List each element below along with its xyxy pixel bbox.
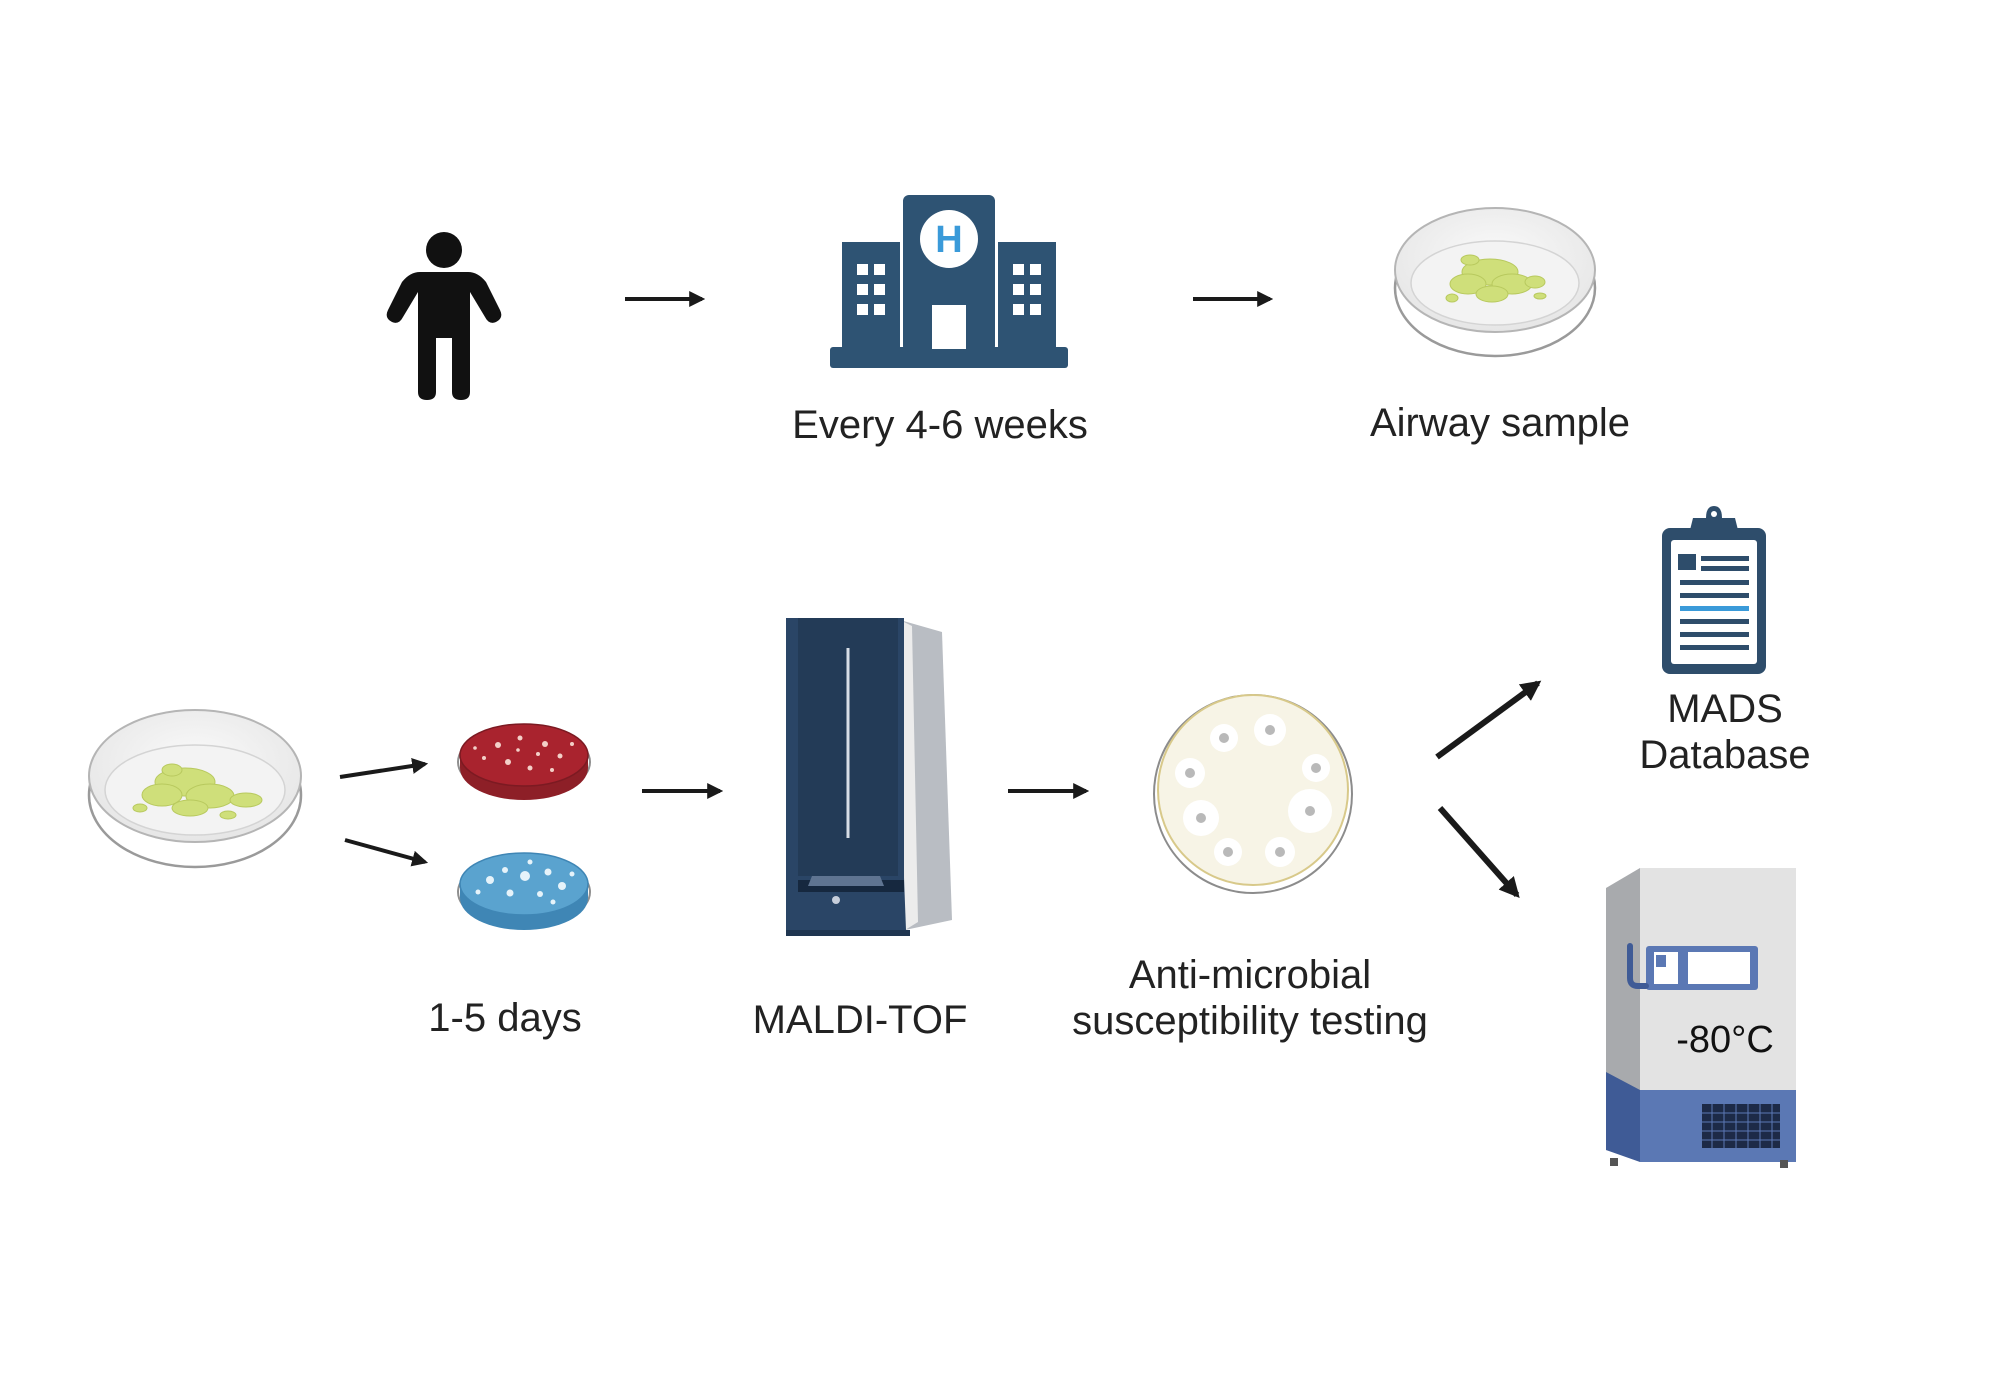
label-culture-duration: 1-5 days [428, 996, 582, 1040]
label-freezer-temperature: -80°C [1676, 1019, 1774, 1061]
label-amt-line1: Anti-microbial [1128, 953, 1372, 997]
blue-agar-plate-icon [457, 852, 591, 930]
petri-dish-sputum-icon [1393, 207, 1597, 358]
arrow-to-blood-agar [339, 758, 429, 779]
label-mads-line2: Database [1639, 733, 1811, 777]
label-mads-line1: MADS [1667, 687, 1783, 731]
petri-dish-sputum-icon [87, 709, 303, 869]
label-antimicrobial-testing: Anti-microbial susceptibility testing [1040, 952, 1460, 1044]
label-hospital-visit-interval: Every 4-6 weeks [792, 403, 1088, 447]
antibiotic-disk-plate-icon [1153, 694, 1353, 894]
label-airway-sample: Airway sample [1369, 401, 1631, 445]
person-icon [386, 232, 502, 400]
hospital-sign: H [935, 219, 962, 261]
label-mads-database: MADS Database [1605, 686, 1845, 778]
ultra-low-freezer-icon [1606, 868, 1796, 1168]
arrow-to-blue-agar [344, 838, 429, 867]
arrow-to-database [1435, 680, 1542, 760]
hospital-icon: H [830, 195, 1068, 368]
label-maldi-tof: MALDI-TOF [752, 998, 968, 1042]
clipboard-database-icon [1662, 506, 1766, 674]
label-amt-line2: susceptibility testing [1072, 999, 1428, 1043]
maldi-tof-instrument-icon [786, 618, 952, 936]
blood-agar-plate-icon [457, 723, 591, 800]
arrow-to-freezer [1437, 806, 1520, 899]
